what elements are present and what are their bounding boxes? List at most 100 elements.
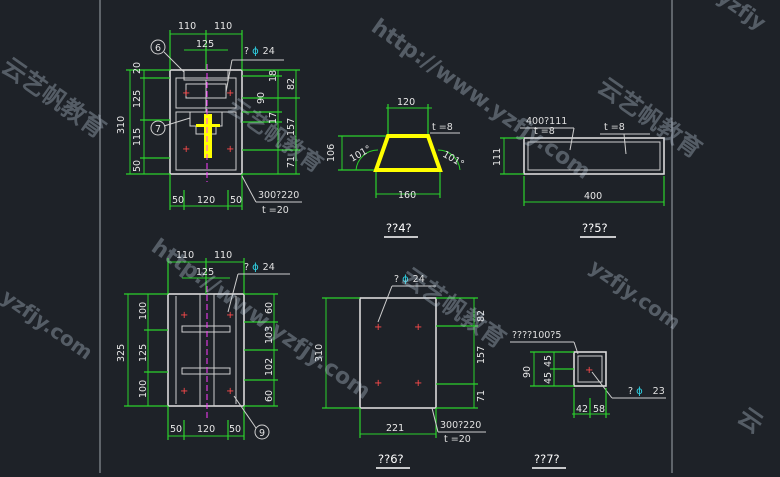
svg-text:+: +: [226, 88, 234, 99]
s1-bottom-dim-1: 50: [172, 195, 184, 206]
section-4: 120 t =8 106 101° 101° 160 ??4?: [326, 97, 466, 238]
s2-right-dim-4: 60: [264, 390, 275, 402]
highlighted-web-plate: [204, 114, 212, 158]
svg-text:+: +: [182, 88, 190, 99]
s1-right-dim-5: 157: [286, 118, 297, 136]
trapezoid-rib: [373, 134, 443, 172]
s2-right-dim-2: 103: [264, 326, 275, 344]
s4-caption: ??4?: [386, 221, 412, 235]
s7-left-dim-1: 90: [522, 366, 533, 378]
s1-left-total: 310: [116, 116, 127, 134]
watermark-cn-1: 云艺帆教育: [0, 52, 111, 144]
svg-text:+: +: [180, 386, 188, 397]
watermarks: http://www.yzfjy.com 云艺帆教育 yzfjy.com yzf…: [0, 0, 771, 439]
watermark-cn-5: 云: [733, 402, 769, 439]
s6-right-dim-3: 71: [476, 390, 487, 402]
s1-left-dim-2: 125: [132, 90, 143, 108]
s1-right-dim-2: 82: [286, 78, 297, 90]
svg-text:+: +: [226, 386, 234, 397]
s1-bottom-dim-2: 120: [197, 195, 215, 206]
watermark-cn-4: 云艺帆教育: [223, 94, 328, 178]
s6-right-dim-2: 157: [476, 346, 487, 364]
s5-thk-right: t =8: [604, 122, 625, 133]
s7-label: ????100?5: [512, 330, 561, 341]
s7-bottom-dim-2: 58: [593, 404, 605, 415]
s1-right-dim-6: 71: [286, 156, 297, 168]
s6-width: 221: [386, 423, 404, 434]
s6-right-dim-1: 82: [476, 310, 487, 322]
s7-left-dim-3: 45: [543, 372, 554, 384]
s1-right-dim-4: 17: [268, 112, 279, 124]
svg-text:+: +: [226, 144, 234, 155]
watermark-yzfjy: yzfjy: [713, 0, 770, 35]
s2-left-total: 325: [116, 344, 127, 362]
s2-left-dim-1: 100: [138, 302, 149, 320]
s4-bottom-dim: 160: [398, 190, 416, 201]
s1-plate-label: 300?220: [258, 190, 299, 201]
s1-bottom-dim-3: 50: [230, 195, 242, 206]
s1-left-dim-1: 20: [132, 62, 143, 74]
s4-top-dim: 120: [397, 97, 415, 108]
s2-top-dim-1: 110: [176, 250, 194, 261]
watermark-cn-3: 云艺帆教育: [397, 262, 511, 354]
s6-height: 310: [314, 344, 325, 362]
s2-left-dim-2: 125: [138, 344, 149, 362]
s4-thk: t =8: [432, 122, 453, 133]
s2-top-dim-2: 110: [214, 250, 232, 261]
s1-top-dim-2: 110: [214, 21, 232, 32]
s7-left-dim-2: 45: [543, 355, 554, 367]
s1-right-dim-3: 90: [256, 92, 267, 104]
watermark-com-1: yzfjy.com: [0, 284, 97, 364]
drawing-frame: [99, 0, 673, 473]
s5-label: 400?111: [526, 116, 567, 127]
s6-plate-label: 300?220: [440, 420, 481, 431]
callout-9-number: 9: [259, 428, 265, 439]
callout-9: [254, 424, 270, 440]
svg-text:+: +: [414, 322, 422, 333]
s2-bottom-dim-3: 50: [229, 424, 241, 435]
s1-plate-thk: t =20: [262, 205, 289, 216]
s5-height: 111: [492, 148, 503, 166]
svg-text:+: +: [180, 310, 188, 321]
svg-text:+: +: [182, 144, 190, 155]
svg-text:+: +: [226, 310, 234, 321]
section-5: 400?111 t =8 t =8 111 400 ??5?: [492, 116, 665, 238]
s4-angle-right: 101°: [441, 149, 466, 170]
watermark-com-2: yzfjy.com: [585, 254, 685, 334]
svg-text:+: +: [374, 378, 382, 389]
s1-right-dim-1: 18: [268, 70, 279, 82]
s2-top-dim-3: 125: [196, 267, 214, 278]
svg-text:+: +: [414, 378, 422, 389]
s4-angle-left: 101°: [348, 144, 373, 165]
s6-caption: ??6?: [378, 452, 404, 466]
s2-bottom-dim-2: 120: [197, 424, 215, 435]
s1-left-dim-4: 50: [132, 160, 143, 172]
svg-text:+: +: [585, 365, 593, 376]
callout-6: [150, 39, 166, 55]
s1-top-dim-1: 110: [178, 21, 196, 32]
plate-outline: [523, 137, 665, 175]
s1-left-dim-3: 115: [132, 128, 143, 146]
s5-caption: ??5?: [582, 221, 608, 235]
section-6-outline: [359, 297, 437, 409]
s2-left-dim-3: 100: [138, 380, 149, 398]
watermark-cn-2: 云艺帆教育: [593, 72, 707, 164]
s5-thk-left: t =8: [534, 126, 555, 137]
s2-bottom-dim-1: 50: [170, 424, 182, 435]
s6-plate-thk: t =20: [444, 434, 471, 445]
s7-bottom-dim-1: 42: [576, 404, 588, 415]
svg-text:+: +: [374, 322, 382, 333]
callout-7-number: 7: [155, 124, 161, 135]
s7-caption: ??7?: [534, 452, 560, 466]
callout-7: [150, 120, 166, 136]
